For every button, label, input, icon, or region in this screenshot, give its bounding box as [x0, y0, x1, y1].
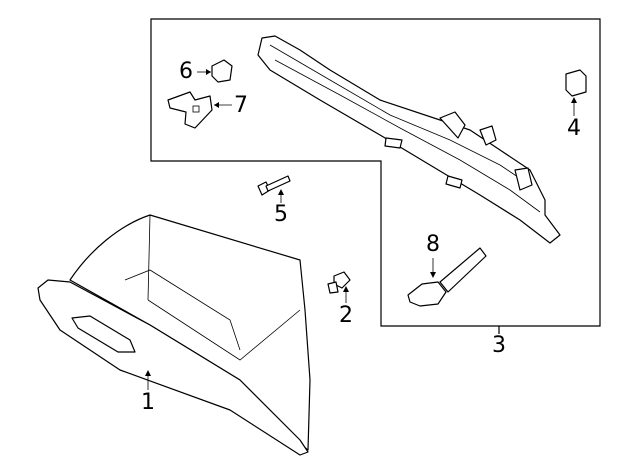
- assembly-3-box: [150, 18, 601, 327]
- callout-5: 5: [274, 202, 288, 227]
- damper-part-8: [407, 247, 487, 307]
- retainer-part-6: [197, 59, 233, 83]
- glove-box-frame: [257, 35, 561, 244]
- clip-part-2: [327, 271, 351, 303]
- callout-8: 8: [426, 232, 440, 257]
- bolt-part-5: [257, 175, 291, 203]
- callout-3: 3: [492, 333, 506, 358]
- callout-6: 6: [179, 59, 193, 84]
- bumper-part-4: [565, 69, 587, 116]
- bracket-part-7: [167, 91, 232, 129]
- callout-7: 7: [234, 93, 248, 118]
- callout-2: 2: [339, 303, 353, 328]
- glove-box-part-1: [37, 214, 311, 456]
- callout-4: 4: [567, 116, 581, 141]
- callout-1: 1: [141, 390, 155, 415]
